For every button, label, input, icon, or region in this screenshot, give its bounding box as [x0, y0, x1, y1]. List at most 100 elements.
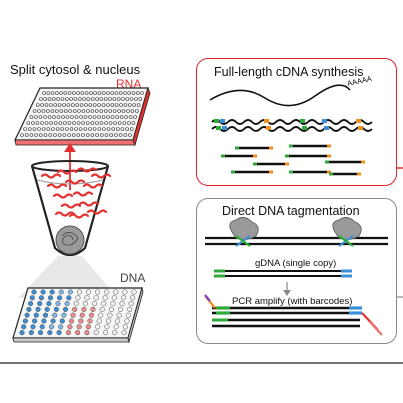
plate-well: [130, 109, 135, 113]
plate-well: [76, 324, 82, 330]
rna-squiggle: [78, 201, 100, 207]
plate-well: [88, 103, 93, 107]
plate-well: [59, 91, 63, 95]
plate-well: [119, 115, 124, 119]
plate-well: [69, 97, 73, 101]
plate-well: [95, 109, 99, 113]
plate-well: [93, 330, 99, 336]
plate-well: [110, 103, 115, 107]
rna-squiggle: [64, 179, 86, 185]
plate-well: [54, 91, 59, 95]
plate-well: [65, 127, 69, 131]
plate-well: [107, 312, 113, 318]
plate-well: [114, 91, 119, 95]
amplify-arrow: [283, 282, 291, 296]
cdna-wavy-2: [211, 126, 373, 132]
dna-plate: [12, 286, 144, 344]
plate-well: [92, 115, 97, 119]
plate-well: [47, 97, 52, 101]
plate-well: [48, 133, 53, 137]
plate-well: [76, 289, 83, 295]
plate-well: [56, 330, 62, 336]
plate-well: [55, 127, 60, 131]
plate-well: [83, 115, 88, 119]
fragment-tag: [269, 146, 273, 150]
plate-well: [101, 103, 106, 107]
plate-well: [47, 330, 53, 336]
cdna-tag: [324, 126, 329, 130]
plate-well: [134, 97, 138, 101]
plate-well: [130, 295, 136, 301]
plate-well: [86, 97, 91, 101]
plate-well: [90, 121, 95, 125]
plate-well: [135, 109, 139, 113]
plate-well: [78, 97, 82, 101]
plate-well: [51, 97, 56, 101]
plate-well: [29, 295, 35, 301]
plate-well: [50, 318, 56, 324]
plate-well: [97, 127, 102, 131]
plate-well: [108, 109, 112, 113]
cdna-tag: [214, 119, 219, 123]
plate-well: [86, 109, 90, 113]
plate-well: [114, 133, 118, 137]
plate-well: [84, 295, 90, 301]
plate-well: [113, 121, 117, 125]
plate-well: [117, 306, 124, 312]
plate-well: [56, 115, 61, 119]
plate-well: [76, 133, 81, 137]
plate-well: [47, 295, 54, 301]
plate-well: [140, 91, 144, 95]
cdna-tag: [300, 119, 305, 123]
plate-well: [85, 133, 90, 137]
plate-well: [66, 103, 71, 107]
rna-squiggle: [68, 213, 90, 219]
plate-well: [63, 91, 68, 95]
plate-well: [54, 109, 59, 113]
plate-well: [115, 318, 121, 324]
plate-well: [84, 103, 88, 107]
plate-well: [64, 301, 70, 307]
plate-well: [72, 121, 76, 125]
plate-well: [121, 330, 127, 336]
plate-well: [67, 289, 73, 295]
plate-well: [122, 324, 128, 330]
fragment-tag: [269, 170, 273, 174]
plate-well: [123, 133, 128, 137]
plate-well: [31, 121, 35, 125]
plate-well: [116, 127, 120, 131]
plate-well: [82, 301, 88, 307]
plate-well: [113, 289, 119, 295]
plate-well: [53, 103, 58, 107]
plate-well: [38, 133, 43, 137]
plate-well: [24, 133, 29, 137]
plate-well: [81, 121, 85, 125]
plate-well: [108, 121, 113, 125]
rna-squiggle: [54, 211, 76, 217]
plate-well: [83, 127, 88, 131]
plate-well: [101, 115, 106, 119]
plate-well: [39, 324, 45, 330]
plate-well: [106, 103, 110, 107]
plate-well: [32, 109, 37, 113]
plate-well: [58, 324, 64, 330]
plate-well: [122, 121, 127, 125]
plate-well: [51, 127, 55, 131]
plate-well: [28, 301, 34, 307]
gdna-label: gDNA (single copy): [255, 258, 337, 269]
plate-well: [97, 103, 101, 107]
rna-molecules: [40, 167, 112, 219]
plate-well: [44, 103, 49, 107]
fragment-tag: [289, 170, 293, 174]
plate-well: [37, 330, 44, 336]
fragment-tag: [361, 160, 365, 164]
plate-well: [110, 91, 114, 95]
plate-well: [72, 91, 76, 95]
plate-well: [42, 91, 46, 95]
plate-well: [104, 133, 109, 137]
plate-well: [27, 127, 32, 131]
plate-well: [126, 109, 130, 113]
plate-well: [40, 289, 46, 295]
plate-well: [67, 133, 71, 137]
